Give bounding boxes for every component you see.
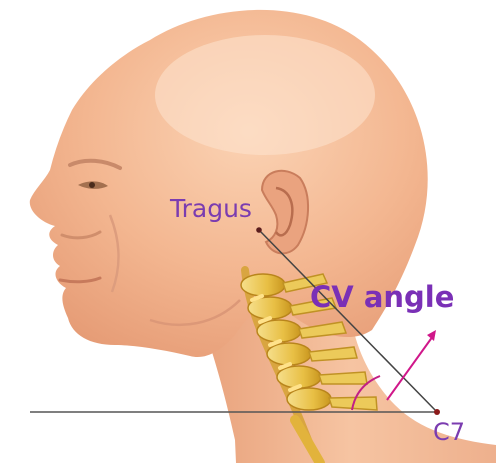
scalp-highlight (155, 35, 375, 155)
pupil (89, 182, 95, 188)
tragus-label: Tragus (170, 196, 252, 221)
c7-label: C7 (433, 420, 465, 444)
tragus-point (256, 227, 262, 233)
c7-point (434, 409, 440, 415)
cv-angle-label: CV angle (310, 283, 454, 312)
